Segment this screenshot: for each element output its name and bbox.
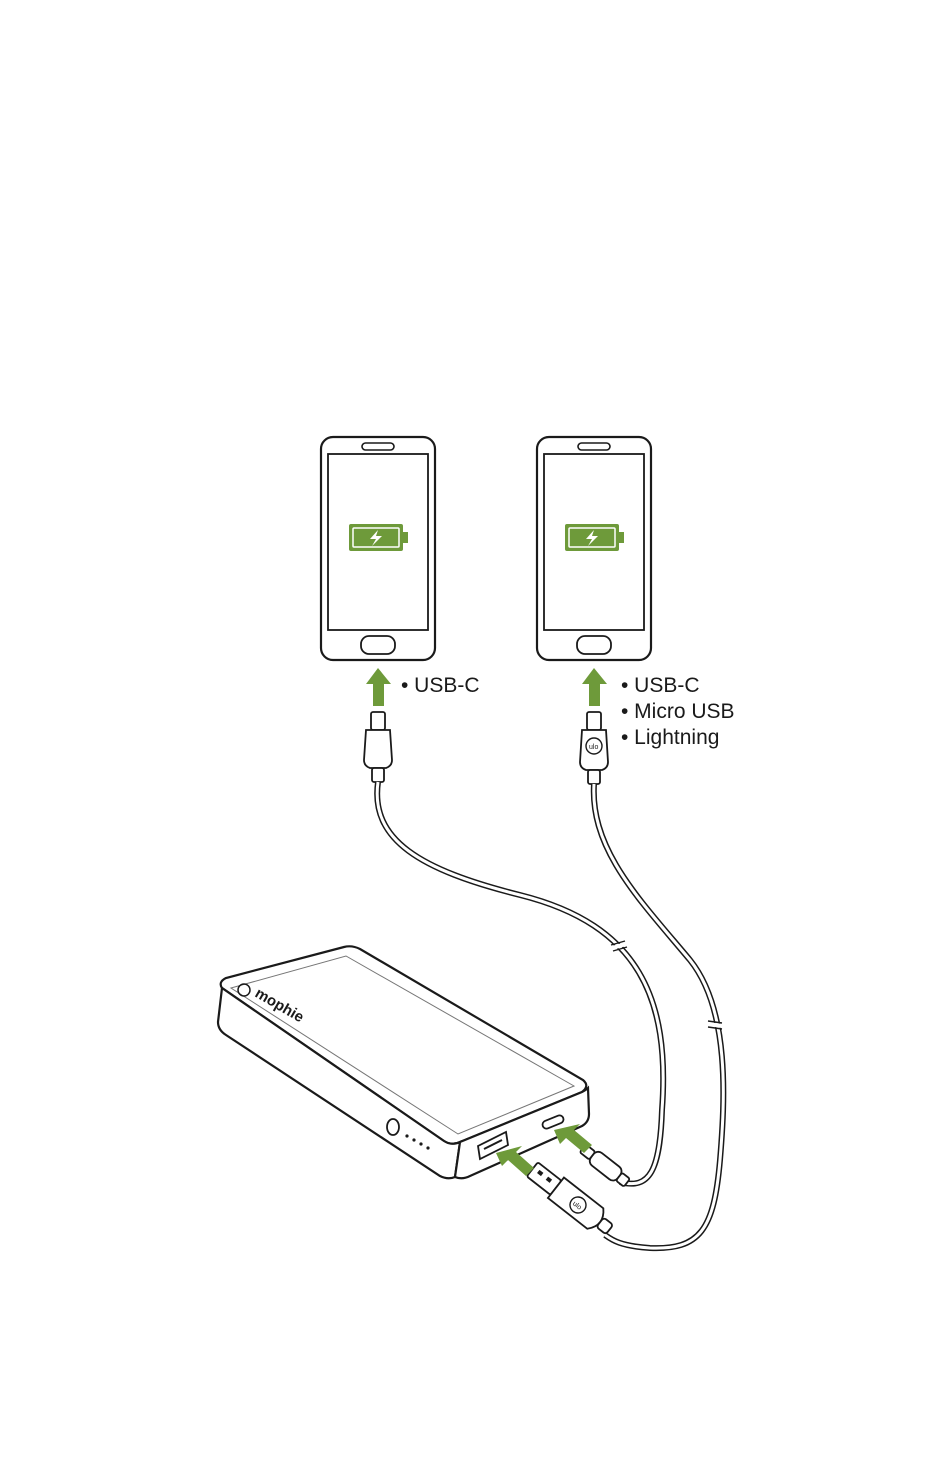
up-arrow-icon xyxy=(366,668,391,706)
phone-left xyxy=(321,437,435,660)
svg-text:ulo: ulo xyxy=(589,744,598,751)
charging-battery-icon xyxy=(565,524,624,551)
charging-battery-icon xyxy=(349,524,408,551)
connector-label-right-1: • USB-C xyxy=(621,674,700,697)
connector-label-right-2: • Micro USB xyxy=(621,700,735,723)
connector-label-right-3: • Lightning xyxy=(621,726,719,749)
connector-label-left-1: • USB-C xyxy=(401,674,480,697)
power-bank: mophie xyxy=(218,946,589,1178)
up-arrow-icon xyxy=(582,668,607,706)
cable-right: ulo ulo xyxy=(524,712,723,1248)
power-button-icon[interactable] xyxy=(387,1119,399,1135)
phone-right xyxy=(537,437,651,660)
